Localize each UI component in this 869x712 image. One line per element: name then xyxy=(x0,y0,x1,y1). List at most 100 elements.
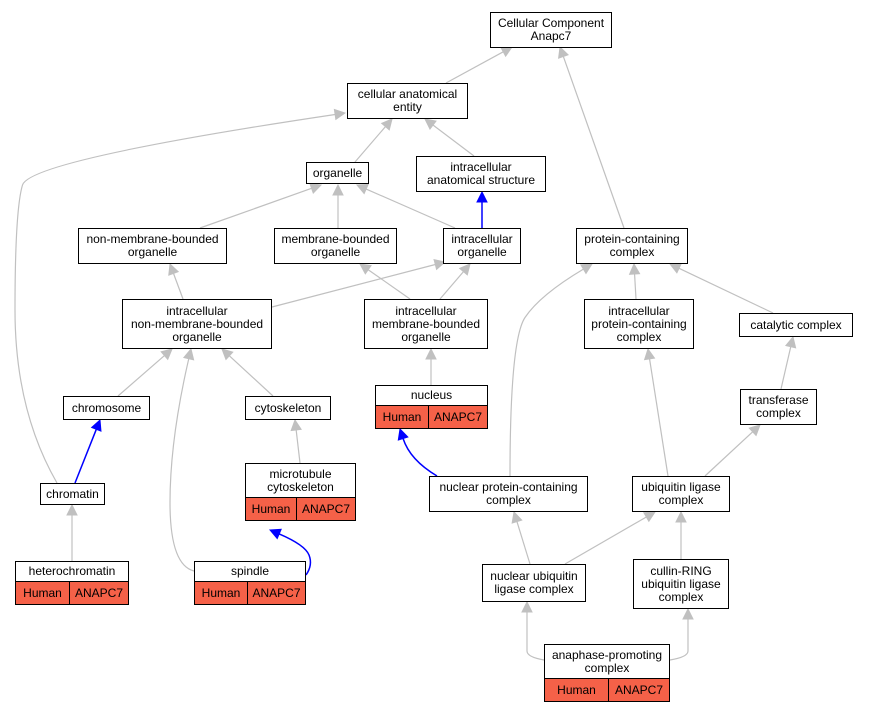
node-label: chromatin xyxy=(41,484,104,504)
node-label: nucleus xyxy=(376,386,487,405)
node-label-line: intracellular xyxy=(608,303,670,318)
node-label-line: ligase complex xyxy=(494,582,574,596)
node-label-line: cytoskeleton xyxy=(254,400,322,415)
node-label-line: complex xyxy=(486,493,531,507)
species-cell: Human xyxy=(382,409,422,424)
node-label: spindle xyxy=(195,562,305,581)
node-chromatin[interactable]: chromatin xyxy=(40,483,105,505)
node-cytoskeleton[interactable]: cytoskeleton xyxy=(245,396,331,420)
node-label-line: protein-containing xyxy=(591,316,687,331)
edge-spindle-to-inmbo xyxy=(169,347,195,572)
node-label-line: nucleus xyxy=(410,388,453,402)
node-label-line: complex xyxy=(609,245,655,259)
node-label-line: organelle xyxy=(312,165,363,180)
node-label: heterochromatin xyxy=(16,562,128,581)
node-label-line: ubiquitin ligase xyxy=(641,576,721,591)
node-label: chromosome xyxy=(64,397,149,419)
edge-inmbo-to-io xyxy=(271,259,447,308)
edge-crulc-to-ulc xyxy=(675,510,687,559)
edge-cytoskeleton-to-inmbo xyxy=(221,348,274,397)
edge-mbo-to-organelle xyxy=(332,183,344,228)
node-label-line: cullin-RING xyxy=(650,563,712,578)
node-label-line: spindle xyxy=(230,564,270,578)
node-label-line: intracellular xyxy=(166,303,228,318)
node-label-line: intracellular xyxy=(395,303,457,318)
node-label-line: intracellular xyxy=(451,232,513,246)
gene-cell: ANAPC7 xyxy=(608,679,669,701)
edge-organelle-to-cae xyxy=(354,118,393,163)
edge-pcc-to-cc xyxy=(558,45,625,229)
node-label-line: non-membrane-bounded xyxy=(130,316,264,331)
species-cell: Human xyxy=(23,585,62,600)
edge-nulc-to-npcc xyxy=(511,510,531,565)
node-label: organelle xyxy=(307,163,368,183)
node-label-line: complex xyxy=(584,660,630,675)
node-label-line: cytoskeleton xyxy=(267,479,334,494)
node-label-line: anaphase-promoting xyxy=(551,647,663,662)
node-label-line: complex xyxy=(658,589,704,604)
edge-ipcc-to-pcc xyxy=(628,262,641,300)
node-label-line: anatomical structure xyxy=(426,173,536,187)
edge-apc-to-nulc xyxy=(521,600,545,661)
node-label-line: microtubule xyxy=(269,466,332,481)
edge-npcc-to-nucleus xyxy=(397,427,438,477)
node-catc[interactable]: catalytic complex xyxy=(739,313,853,337)
edge-npcc-to-pcc xyxy=(509,263,593,477)
edge-io-to-organelle xyxy=(355,183,456,229)
species-cell: Human xyxy=(557,682,596,697)
node-label-line: ubiquitin ligase xyxy=(641,480,721,494)
node-label-line: organelle xyxy=(310,245,361,259)
edge-imbo-to-mbo xyxy=(359,263,411,300)
node-label-line: nuclear protein-containing xyxy=(439,480,578,494)
edge-chromatin-to-cae xyxy=(14,108,347,484)
node-label-line: complex xyxy=(616,329,662,344)
node-organelle[interactable]: organelle xyxy=(306,162,369,184)
edge-ulc-to-transferase xyxy=(704,424,761,477)
node-label-line: non-membrane-bounded xyxy=(86,232,219,246)
node-label-line: cellular anatomical xyxy=(357,87,458,101)
node-label-line: entity xyxy=(393,100,422,114)
node-label-line: organelle xyxy=(172,329,222,344)
edge-imbo-to-io xyxy=(439,263,471,300)
gene-cell: ANAPC7 xyxy=(69,582,128,604)
annotation-row: Human ANAPC7 xyxy=(16,581,128,604)
node-label-line: organelle xyxy=(401,329,451,344)
node-chromosome[interactable]: chromosome xyxy=(63,396,150,420)
node-label-line: chromatin xyxy=(46,486,99,501)
gene-cell: ANAPC7 xyxy=(296,498,355,520)
node-label-line: Anapc7 xyxy=(530,29,572,43)
